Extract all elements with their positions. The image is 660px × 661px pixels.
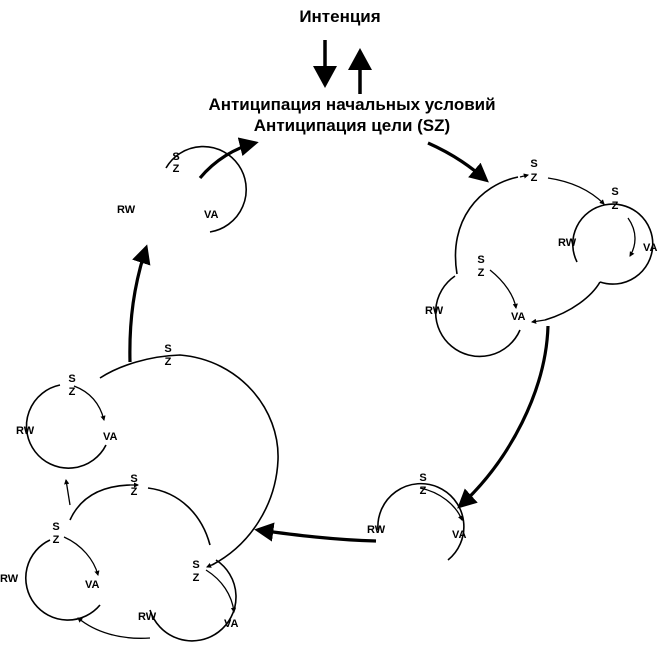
arrow-top-to-right-cycle [427, 141, 489, 183]
cycle-label-va: VA [103, 431, 118, 443]
cycle-label-va: VA [85, 579, 100, 591]
cycle-label-s: S [68, 373, 75, 385]
cycle-ring [434, 275, 521, 358]
cycle-ring [165, 145, 248, 233]
cycle-label-rw: RW [117, 204, 136, 216]
arrow-bottom-to-left-cycle [254, 522, 377, 543]
cycle-ring [24, 539, 101, 621]
anticipation-goal-label: Антиципация цели (SZ) [254, 116, 450, 135]
cycle-label-rw: RW [138, 611, 157, 623]
cycle-label-va: VA [224, 618, 239, 630]
cycle-group-left: S Z S Z RW VA S Z S Z RW VA S Z RW VA [0, 343, 279, 642]
cycle-label-s: S [130, 473, 137, 485]
intention-label: Интенция [299, 7, 380, 26]
cycle-label-va: VA [204, 209, 219, 221]
cycle-label-s: S [52, 521, 59, 533]
cycle-label-z: Z [53, 534, 60, 546]
cycle-label-s: S [192, 559, 199, 571]
arrow-right-to-bottom-cycle [457, 325, 550, 509]
cycle-ring [454, 176, 519, 275]
arrow-left-to-upper-cycle [128, 244, 151, 363]
cycle-label-rw: RW [367, 524, 386, 536]
cycle-label-z: Z [165, 356, 172, 368]
cycle-label-va: VA [452, 529, 467, 541]
cycle-label-rw: RW [0, 573, 19, 585]
cycle-label-rw: RW [425, 305, 444, 317]
cycle-ring [99, 354, 279, 566]
cycle-ring [377, 482, 465, 561]
cycle-label-s: S [164, 343, 171, 355]
cycle-label-s: S [172, 151, 179, 163]
cycle-label-s: S [477, 254, 484, 266]
cycle-label-s: S [530, 158, 537, 170]
cycle-upper-left: S Z RW VA [117, 145, 248, 233]
cycle-label-z: Z [69, 386, 76, 398]
cycle-label-rw: RW [16, 425, 35, 437]
cycle-label-z: Z [612, 200, 619, 212]
cycle-bottom-right: S Z RW VA [367, 472, 467, 561]
anticipation-initial-label: Антиципация начальных условий [208, 95, 495, 114]
cycle-ring [25, 384, 107, 469]
cycle-group-right: S Z S Z RW VA S Z RW VA [425, 158, 658, 358]
cycle-label-rw: RW [558, 237, 577, 249]
cycle-label-va: VA [511, 311, 526, 323]
cycle-label-s: S [419, 472, 426, 484]
intention-up-arrow-icon [348, 48, 372, 94]
cycle-ring [69, 484, 131, 521]
cycle-label-va: VA [643, 242, 658, 254]
cycle-label-z: Z [478, 267, 485, 279]
cycle-label-z: Z [531, 172, 538, 184]
cycle-label-z: Z [193, 572, 200, 584]
cycle-ring [149, 559, 237, 642]
cycle-ring [147, 487, 211, 546]
cycle-label-z: Z [173, 163, 180, 175]
cycle-label-s: S [611, 186, 618, 198]
cycle-ring [572, 203, 654, 285]
intention-down-arrow-icon [313, 40, 337, 88]
cycle-ring [544, 281, 601, 321]
cycle-label-z: Z [131, 486, 138, 498]
arrow-upper-to-top [198, 137, 259, 180]
cycle-label-z: Z [420, 485, 427, 497]
